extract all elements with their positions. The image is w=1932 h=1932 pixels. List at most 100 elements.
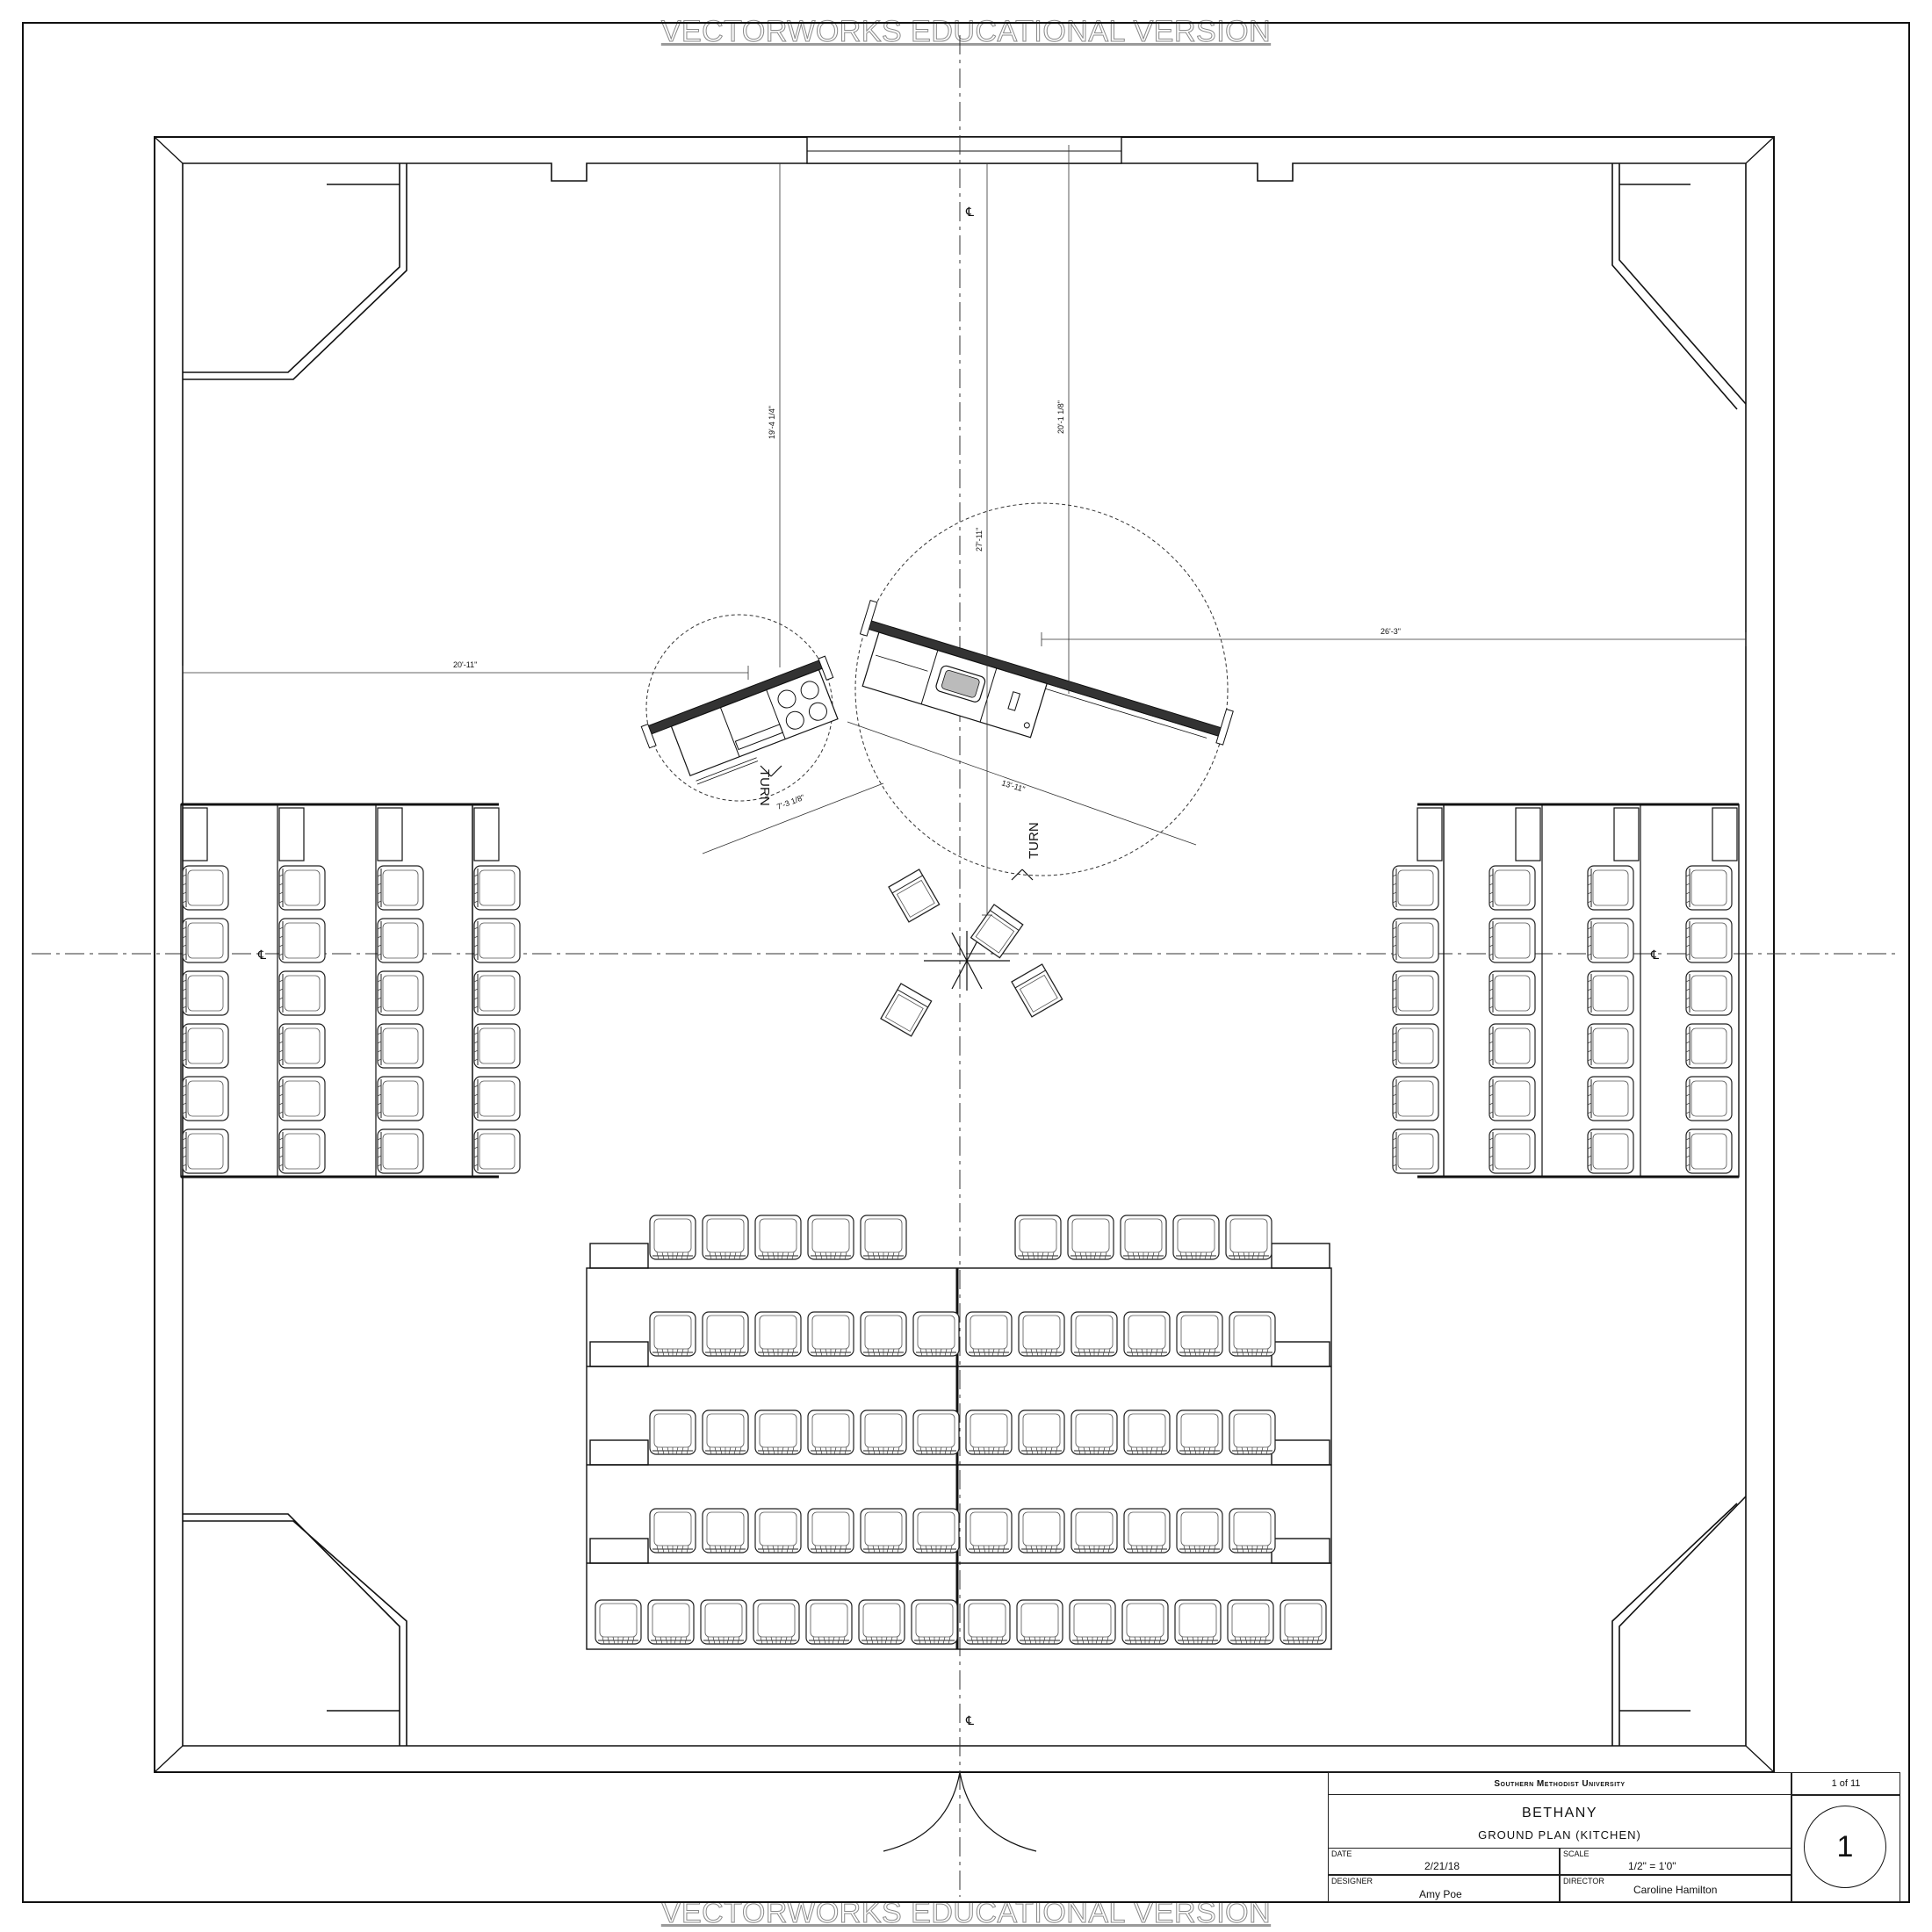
audience-chair bbox=[1587, 918, 1634, 963]
audience-chair bbox=[700, 1599, 747, 1645]
dimension-unit-a-width: 7'-3 1/8" bbox=[775, 793, 805, 811]
audience-chair bbox=[965, 1508, 1013, 1554]
barstool bbox=[1011, 963, 1063, 1018]
audience-chair bbox=[1587, 1076, 1634, 1121]
barstool bbox=[970, 904, 1024, 959]
audience-chair bbox=[860, 1409, 907, 1455]
designer-value: Amy Poe bbox=[1419, 1888, 1462, 1900]
audience-chair bbox=[1587, 1023, 1634, 1069]
audience-chair bbox=[1067, 1215, 1114, 1260]
audience-chair bbox=[912, 1508, 960, 1554]
designer-label: DESIGNER bbox=[1331, 1877, 1373, 1885]
audience-chair bbox=[805, 1599, 853, 1645]
audience-chair bbox=[807, 1311, 854, 1357]
audience-chair bbox=[473, 918, 521, 963]
audience-chair bbox=[1489, 1128, 1536, 1174]
audience-chair bbox=[473, 1128, 521, 1174]
audience-chair bbox=[807, 1508, 854, 1554]
audience-chair bbox=[1489, 970, 1536, 1016]
audience-chair bbox=[1489, 1023, 1536, 1069]
turntable-large bbox=[854, 502, 1229, 876]
audience-chair bbox=[1392, 1023, 1439, 1069]
audience-chair bbox=[182, 1128, 229, 1174]
audience-chair bbox=[1489, 865, 1536, 911]
audience-chair bbox=[647, 1599, 695, 1645]
kitchen-unit-b bbox=[859, 599, 1234, 746]
audience-chair bbox=[1227, 1599, 1274, 1645]
audience-chair bbox=[1018, 1311, 1065, 1357]
date-value: 2/21/18 bbox=[1424, 1860, 1460, 1872]
audience-chair bbox=[1229, 1311, 1276, 1357]
audience-chair bbox=[1176, 1409, 1223, 1455]
audience-chair bbox=[649, 1311, 696, 1357]
audience-chair bbox=[377, 970, 424, 1016]
audience-chair bbox=[1685, 1076, 1733, 1121]
audience-chair bbox=[754, 1409, 802, 1455]
audience-chair bbox=[377, 865, 424, 911]
audience-chair bbox=[182, 865, 229, 911]
audience-chair bbox=[182, 1023, 229, 1069]
audience-chair bbox=[860, 1215, 907, 1260]
seating-right bbox=[1417, 803, 1740, 1179]
school-name: Southern Methodist University bbox=[1494, 1779, 1626, 1789]
seating-left bbox=[180, 803, 500, 1179]
kitchen-unit-a bbox=[640, 655, 839, 785]
audience-chair bbox=[377, 1128, 424, 1174]
audience-chair bbox=[1120, 1215, 1167, 1260]
audience-chair bbox=[858, 1599, 905, 1645]
audience-chair bbox=[702, 1311, 749, 1357]
audience-chair bbox=[754, 1311, 802, 1357]
audience-chair bbox=[1280, 1599, 1327, 1645]
audience-chair bbox=[1123, 1311, 1171, 1357]
audience-chair bbox=[1123, 1409, 1171, 1455]
audience-chair bbox=[649, 1409, 696, 1455]
audience-chair bbox=[1016, 1599, 1063, 1645]
sheet-count: 1 of 11 bbox=[1831, 1778, 1861, 1789]
audience-chair bbox=[912, 1409, 960, 1455]
drawing-title: GROUND PLAN (KITCHEN) bbox=[1478, 1828, 1641, 1842]
audience-chair bbox=[1587, 970, 1634, 1016]
audience-chair bbox=[1392, 970, 1439, 1016]
audience-chair bbox=[1392, 1076, 1439, 1121]
audience-chair bbox=[1018, 1409, 1065, 1455]
audience-chair bbox=[1392, 865, 1439, 911]
dimension-depth-b: 20'-1 1/8" bbox=[1056, 400, 1065, 434]
barstool bbox=[880, 983, 933, 1037]
audience-chair bbox=[1123, 1508, 1171, 1554]
audience-chair bbox=[1685, 970, 1733, 1016]
centerline-symbol-top: ℄ bbox=[965, 205, 974, 220]
title-block: Southern Methodist University BETHANY GR… bbox=[1328, 1772, 1900, 1902]
audience-chair bbox=[807, 1409, 854, 1455]
audience-chair bbox=[1071, 1409, 1118, 1455]
director-value: Caroline Hamilton bbox=[1633, 1884, 1718, 1896]
dimension-right-offset: 26'-3" bbox=[1381, 627, 1401, 636]
audience-chair bbox=[1225, 1215, 1272, 1260]
audience-chair bbox=[595, 1599, 642, 1645]
audience-chair bbox=[182, 918, 229, 963]
audience-chair bbox=[473, 1076, 521, 1121]
sheet-number: 1 bbox=[1804, 1806, 1886, 1888]
audience-chair bbox=[1229, 1508, 1276, 1554]
audience-chair bbox=[754, 1508, 802, 1554]
audience-chair bbox=[1071, 1508, 1118, 1554]
audience-chair bbox=[702, 1215, 749, 1260]
audience-chair bbox=[1685, 1023, 1733, 1069]
audience-chair bbox=[182, 970, 229, 1016]
audience-chair bbox=[473, 1023, 521, 1069]
audience-chair bbox=[1069, 1599, 1116, 1645]
audience-chair bbox=[807, 1215, 854, 1260]
audience-chair bbox=[1172, 1215, 1220, 1260]
audience-chair bbox=[912, 1311, 960, 1357]
seating-bottom bbox=[586, 1243, 1332, 1650]
audience-chair bbox=[860, 1311, 907, 1357]
watermark-top: VECTORWORKS EDUCATIONAL VERSION bbox=[660, 15, 1272, 49]
audience-chair bbox=[965, 1311, 1013, 1357]
date-label: DATE bbox=[1331, 1849, 1352, 1858]
audience-chair bbox=[1018, 1508, 1065, 1554]
audience-chairs bbox=[182, 865, 1733, 1645]
scale-label: SCALE bbox=[1563, 1849, 1590, 1858]
audience-chair bbox=[278, 1023, 326, 1069]
dimension-depth-c: 27'-11" bbox=[975, 528, 984, 551]
audience-chair bbox=[278, 918, 326, 963]
audience-chair bbox=[753, 1599, 800, 1645]
